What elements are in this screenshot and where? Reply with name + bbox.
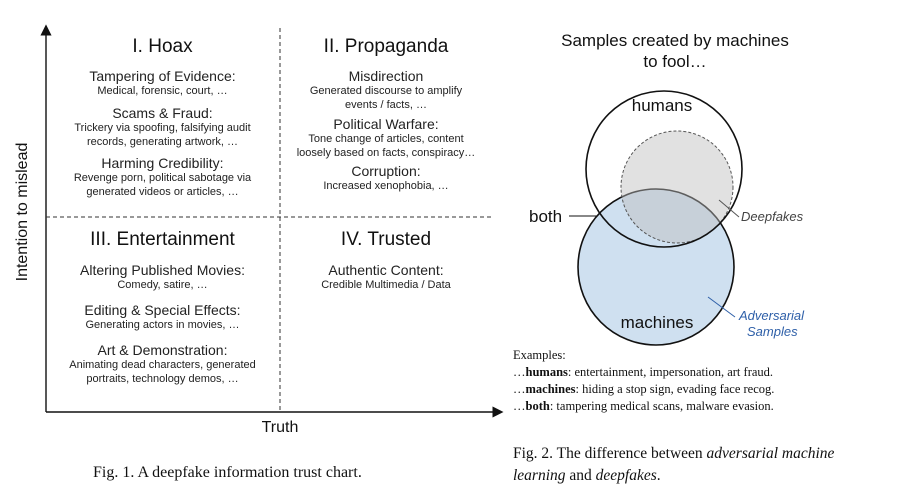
deepfakes-label: Deepfakes bbox=[741, 209, 804, 224]
item-title: Altering Published Movies: bbox=[80, 262, 245, 278]
examples-block: Examples: …humans: entertainment, impers… bbox=[513, 347, 893, 415]
item-desc: Generated discourse to amplify bbox=[309, 85, 463, 97]
item-desc: Trickery via spoofing, falsifying audit bbox=[74, 122, 251, 134]
item-desc: Revenge porn, political sabotage via bbox=[73, 172, 252, 184]
deepfakes-pointer-line bbox=[718, 199, 740, 218]
example-line: …machines: hiding a stop sign, evading f… bbox=[513, 381, 893, 398]
quadrant-title: II. Propaganda bbox=[323, 36, 449, 57]
example-term: machines bbox=[525, 382, 576, 396]
humans-label: humans bbox=[632, 96, 692, 115]
item-desc: Generating actors in movies, … bbox=[85, 319, 240, 331]
machines-label: machines bbox=[621, 313, 694, 332]
item-title: Political Warfare: bbox=[333, 116, 439, 132]
item-desc: Animating dead characters, generated bbox=[69, 359, 256, 371]
deepfakes-circle bbox=[620, 130, 734, 244]
both-label: both bbox=[529, 207, 562, 226]
item-title: Harming Credibility: bbox=[101, 155, 224, 171]
item-title: Scams & Fraud: bbox=[112, 105, 213, 121]
item-desc: Credible Multimedia / Data bbox=[321, 279, 451, 291]
example-text: : hiding a stop sign, evading face recog… bbox=[575, 382, 775, 396]
item-desc: loosely based on facts, conspiracy… bbox=[296, 147, 476, 159]
x-axis-label: Truth bbox=[261, 419, 299, 436]
example-text: : tampering medical scans, malware evasi… bbox=[549, 399, 774, 413]
item-title: Corruption: bbox=[351, 163, 421, 179]
quadrant-propaganda: II. Propaganda Misdirection Generated di… bbox=[282, 36, 490, 193]
humans-circle bbox=[585, 90, 743, 248]
venn-diagram: humans machines both Deepfakes Adversari… bbox=[529, 90, 805, 346]
example-line: …humans: entertainment, impersonation, a… bbox=[513, 364, 893, 381]
item-title: Tampering of Evidence: bbox=[89, 68, 236, 84]
quadrant-title: III. Entertainment bbox=[90, 229, 235, 250]
venn-title-line1: Samples created by machines bbox=[561, 31, 789, 50]
example-term: both bbox=[525, 399, 550, 413]
caption-end: . bbox=[656, 467, 661, 484]
fig2-caption: Fig. 2. The difference between adversari… bbox=[513, 443, 853, 487]
trust-chart-axes bbox=[40, 24, 504, 418]
caption-prefix: Fig. 2. The difference between bbox=[513, 445, 707, 462]
venn-figure: Samples created by machines to fool… hum… bbox=[505, 0, 898, 497]
example-prefix: … bbox=[513, 382, 526, 396]
adversarial-pointer-line bbox=[707, 296, 736, 318]
item-desc: events / facts, … bbox=[345, 99, 427, 111]
item-desc: generated videos or articles, … bbox=[86, 186, 239, 198]
example-term: humans bbox=[525, 365, 568, 379]
item-title: Authentic Content: bbox=[328, 262, 444, 278]
venn-title-line2: to fool… bbox=[643, 52, 707, 71]
example-prefix: … bbox=[513, 365, 526, 379]
item-desc: Medical, forensic, court, … bbox=[97, 85, 228, 97]
machines-circle bbox=[577, 188, 735, 346]
quadrant-title: IV. Trusted bbox=[340, 229, 432, 250]
quadrant-hoax: I. Hoax Tampering of Evidence: Medical, … bbox=[50, 36, 275, 199]
adversarial-label-line2: Samples bbox=[747, 324, 798, 339]
examples-heading: Examples: bbox=[513, 348, 566, 362]
item-desc: Tone change of articles, content bbox=[308, 133, 464, 145]
item-desc: records, generating artwork, … bbox=[86, 136, 238, 148]
example-text: : entertainment, impersonation, art frau… bbox=[567, 365, 774, 379]
caption-em-adversarial: adversarial machine learning bbox=[513, 445, 835, 484]
y-axis-label: Intention to mislead bbox=[14, 142, 31, 282]
fig1-caption: Fig. 1. A deepfake information trust cha… bbox=[93, 464, 362, 481]
adversarial-label-line1: Adversarial bbox=[738, 308, 805, 323]
caption-em-deepfakes: deepfakes bbox=[595, 467, 657, 484]
item-title: Editing & Special Effects: bbox=[84, 302, 241, 318]
caption-mid: and bbox=[565, 467, 596, 484]
trust-chart: Intention to mislead Truth I. Hoax Tampe… bbox=[14, 24, 504, 481]
venn-title: Samples created by machines to fool… bbox=[515, 30, 835, 72]
quadrant-title: I. Hoax bbox=[132, 36, 193, 57]
item-desc: Comedy, satire, … bbox=[117, 279, 208, 291]
quadrant-trusted: IV. Trusted Authentic Content: Credible … bbox=[282, 229, 490, 292]
item-desc: portraits, technology demos, … bbox=[86, 373, 239, 385]
item-desc: Increased xenophobia, … bbox=[323, 180, 449, 192]
item-title: Art & Demonstration: bbox=[97, 342, 228, 358]
item-title: Misdirection bbox=[348, 68, 424, 84]
quadrant-entertainment: III. Entertainment Altering Published Mo… bbox=[50, 229, 275, 386]
example-line: …both: tampering medical scans, malware … bbox=[513, 398, 893, 415]
example-prefix: … bbox=[513, 399, 526, 413]
